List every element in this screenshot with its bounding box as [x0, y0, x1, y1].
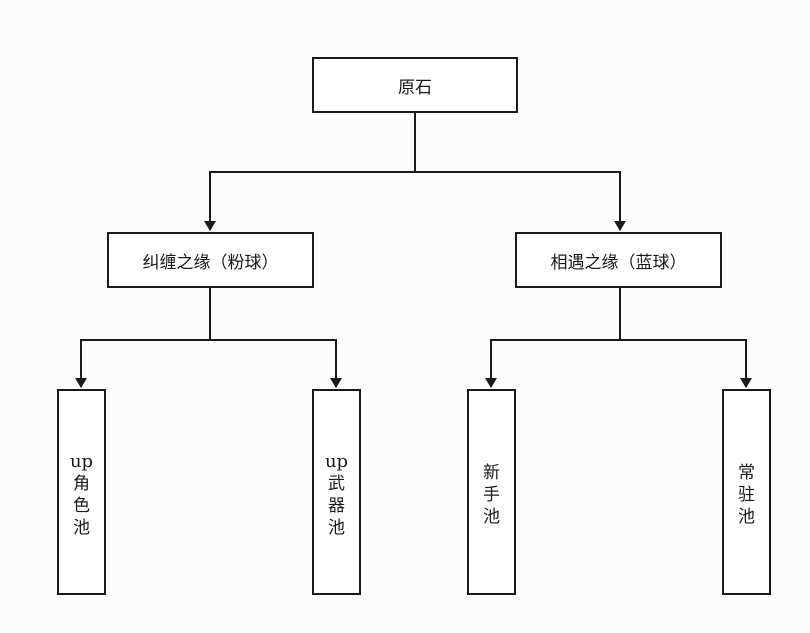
connector-pink-to-up-char [75, 288, 211, 388]
node-standard-pool: 常 驻 池 [722, 389, 771, 595]
node-label-line: 新 [483, 463, 500, 483]
connector-blue-to-novice [485, 288, 621, 388]
node-label-line: 池 [738, 507, 755, 527]
node-label-line: up [324, 451, 349, 472]
node-pink-fate: 纠缠之缘（粉球） [107, 232, 314, 288]
node-label-line: 常 [738, 463, 755, 483]
node-label-line: 池 [73, 518, 90, 538]
node-blue-fate-label: 相遇之缘（蓝球） [550, 252, 687, 273]
node-label-line: 池 [483, 507, 500, 527]
node-up-character-pool: up 角 色 池 [57, 389, 106, 595]
connector-root-to-blue [415, 171, 626, 231]
node-label-line: up [69, 451, 94, 472]
node-label-line: 角 [73, 474, 90, 494]
connector-blue-to-standard [620, 339, 752, 388]
node-label-line: 色 [73, 496, 90, 516]
node-label-line: 手 [483, 485, 500, 505]
node-pink-fate-label: 纠缠之缘（粉球） [142, 252, 279, 273]
node-novice-pool: 新 手 池 [467, 389, 516, 595]
node-root: 原石 [312, 57, 518, 113]
node-label-line: 器 [328, 496, 345, 516]
node-up-weapon-pool: up 武 器 池 [312, 389, 361, 595]
node-label-line: 驻 [738, 485, 755, 505]
node-label-line: 池 [328, 518, 345, 538]
node-blue-fate: 相遇之缘（蓝球） [515, 232, 722, 288]
connector-root-to-pink [204, 113, 416, 231]
connector-pink-to-up-weapon [210, 339, 342, 388]
node-root-label: 原石 [398, 77, 432, 98]
node-label-line: 武 [328, 474, 345, 494]
